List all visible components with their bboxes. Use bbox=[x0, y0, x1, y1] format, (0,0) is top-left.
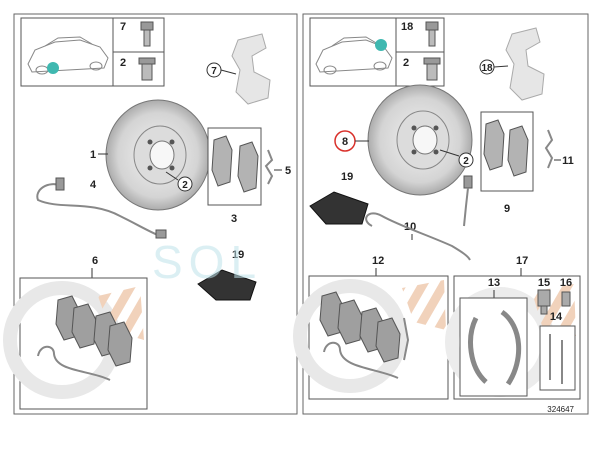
right-adjuster-label: 15 bbox=[538, 277, 550, 289]
right-adjuster bbox=[537, 289, 551, 315]
right-car-location-dot bbox=[375, 39, 387, 51]
bolt-icon bbox=[140, 21, 154, 47]
right-disc-label: 8 bbox=[342, 136, 348, 148]
left-disc-bolt-callout bbox=[177, 176, 193, 192]
left-retaining-clip bbox=[264, 149, 274, 185]
right-kit-label: 12 bbox=[372, 255, 384, 267]
screw-icon bbox=[423, 57, 441, 81]
left-disc-bolt-label: 2 bbox=[182, 180, 188, 191]
watermark-text: SOL bbox=[152, 236, 262, 288]
right-pads-label: 9 bbox=[504, 203, 510, 215]
left-wear-sensor bbox=[36, 183, 161, 237]
left-kit-pads bbox=[55, 295, 133, 367]
right-car-thumbnail bbox=[309, 17, 397, 87]
left-bolt-label: 7 bbox=[120, 21, 126, 33]
right-caliper-bracket bbox=[505, 27, 545, 101]
left-car-thumbnail bbox=[20, 17, 114, 87]
right-springs-box-label: 14 bbox=[550, 311, 563, 323]
right-springs-box bbox=[539, 325, 576, 391]
left-kit-label: 6 bbox=[92, 255, 98, 267]
right-parking-kit-label: 17 bbox=[516, 255, 528, 267]
screw-icon bbox=[138, 57, 156, 81]
left-disc-label: 1 bbox=[90, 149, 96, 161]
right-paste-label: 19 bbox=[341, 171, 353, 183]
right-bolt-label: 18 bbox=[401, 21, 413, 33]
left-car-location-dot bbox=[47, 62, 59, 74]
left-paste-label: 19 bbox=[232, 249, 244, 261]
right-disc-bolt-callout bbox=[458, 152, 474, 168]
left-brake-disc bbox=[105, 99, 211, 211]
right-screw-label: 2 bbox=[403, 57, 409, 69]
right-disc-bolt-label: 2 bbox=[463, 156, 469, 167]
left-bolt-box bbox=[112, 17, 165, 53]
right-brake-disc bbox=[367, 84, 473, 196]
right-wear-sensor bbox=[365, 212, 471, 261]
left-bracket-callout-label: 7 bbox=[211, 66, 217, 77]
left-brake-pads bbox=[211, 135, 259, 193]
left-paste-packet bbox=[197, 269, 257, 301]
right-spring-label: 16 bbox=[560, 277, 572, 289]
right-spring-clip bbox=[561, 291, 571, 307]
right-shoes-label: 13 bbox=[488, 277, 500, 289]
right-clip-label: 11 bbox=[562, 155, 574, 167]
diagram-number: 324647 bbox=[547, 405, 574, 414]
left-screw-label: 2 bbox=[120, 57, 126, 69]
right-bracket-callout-label: 18 bbox=[481, 63, 493, 74]
right-brake-pads bbox=[483, 119, 529, 177]
left-sensor-label: 4 bbox=[90, 179, 97, 191]
left-clip-label: 5 bbox=[285, 165, 291, 177]
right-retaining-clip bbox=[544, 129, 554, 169]
left-caliper-bracket bbox=[231, 33, 271, 105]
left-pads-label: 3 bbox=[231, 213, 237, 225]
right-parking-shoes bbox=[468, 309, 522, 386]
right-springs bbox=[549, 334, 563, 384]
right-kit-pads bbox=[319, 291, 401, 363]
right-paste-packet bbox=[309, 191, 369, 225]
bolt-icon bbox=[425, 21, 439, 47]
